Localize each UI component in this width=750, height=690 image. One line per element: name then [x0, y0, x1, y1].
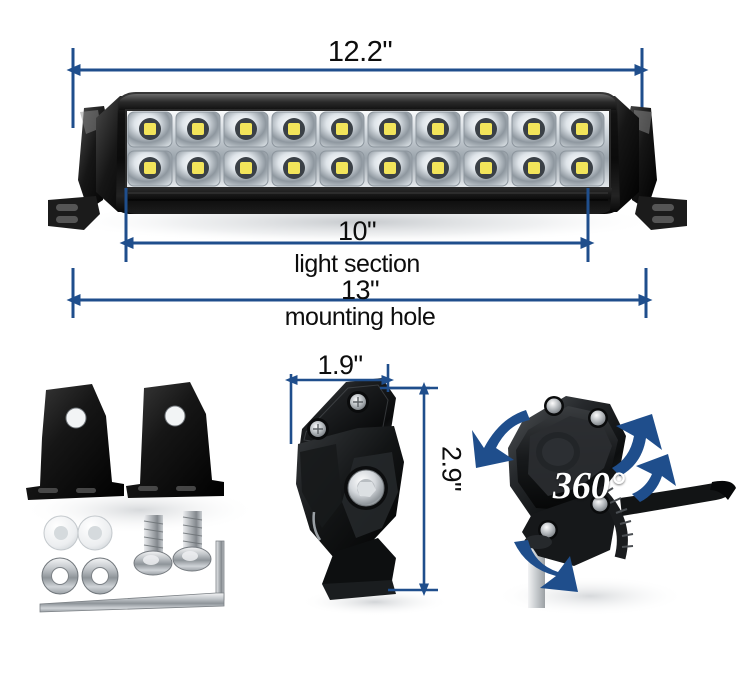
bolt: [172, 511, 212, 572]
mounting-bracket-piece: [126, 382, 224, 498]
washer: [81, 557, 119, 595]
led-array: [127, 111, 605, 187]
label-bracket-height: 2.9": [436, 445, 467, 492]
label-mounting-hole-value: 13": [340, 275, 380, 305]
dimension-13: [66, 268, 653, 318]
bracket-dimension-view: [285, 364, 450, 616]
rotation-view: [472, 396, 736, 616]
rotating-bracket: [508, 396, 634, 566]
mounting-bracket-piece: [26, 384, 124, 500]
screw: [347, 391, 369, 413]
label-light-section-value: 10": [337, 216, 377, 246]
label-bracket-width: 1.9": [317, 350, 363, 380]
dimension-10: [119, 188, 595, 262]
dimension-2-9: [388, 382, 438, 596]
label-light-section-caption: light section: [294, 250, 420, 278]
screw: [307, 418, 329, 440]
nut: [77, 515, 113, 551]
hardware-kit: [22, 382, 258, 613]
rotation-label: 360°: [552, 465, 626, 507]
led-light-bar: [48, 92, 687, 230]
washer: [41, 557, 79, 595]
bracket-photo: [296, 378, 404, 600]
screw: [588, 408, 608, 428]
bolt: [133, 515, 173, 576]
screw: [538, 520, 558, 540]
label-mounting-hole-caption: mounting hole: [284, 303, 436, 331]
screw: [544, 396, 564, 416]
screw: [590, 494, 610, 514]
rotation-arrows: [472, 410, 676, 592]
allen-key: [39, 540, 225, 613]
label-overall-length: 12.2": [327, 36, 393, 68]
led-row-top: [127, 111, 605, 148]
light-bar-dimension-view: [48, 48, 687, 318]
wiring-arm: [620, 480, 736, 516]
led-row-bottom: [127, 150, 605, 187]
nut: [43, 515, 79, 551]
pivot-bolt: [344, 466, 388, 510]
